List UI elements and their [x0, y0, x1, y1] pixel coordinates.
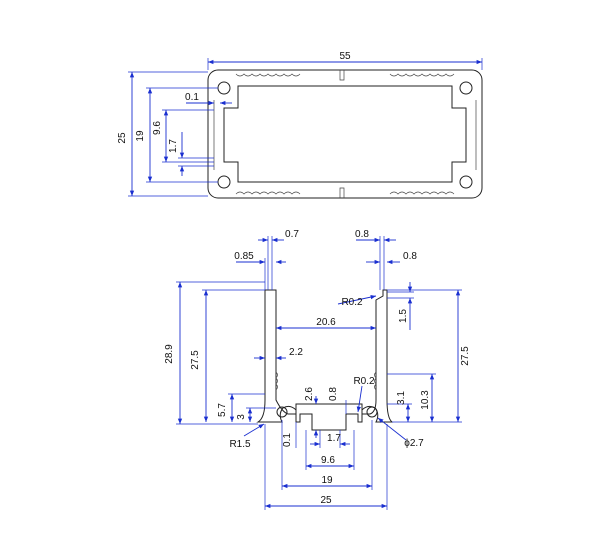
side-view: 0.7 0.85 0.8 0.8 R0.2 1.5 20.6 28.9 — [164, 229, 471, 510]
side-leader-r02-top — [337, 294, 377, 305]
top-dim-55: 55 — [339, 51, 351, 62]
side-dim-15: 1.5 — [398, 309, 409, 323]
side-dim-31: 3.1 — [396, 391, 407, 405]
side-dim-19: 19 — [321, 475, 333, 486]
top-boss-bl — [217, 175, 231, 189]
side-dim-275-left: 27.5 — [190, 350, 201, 370]
side-dim-r15: R1.5 — [229, 439, 251, 450]
side-dim-085: 0.85 — [234, 251, 254, 262]
side-dim-17: 1.7 — [327, 433, 341, 444]
side-boss-left — [276, 406, 288, 418]
top-serration-tl — [235, 73, 301, 77]
top-dim-96: 9.6 — [152, 121, 163, 135]
side-dim-25: 25 — [320, 495, 332, 506]
side-dim-07: 0.7 — [285, 229, 299, 240]
side-dim-01: 0.1 — [282, 433, 293, 447]
top-serration-bl — [235, 191, 301, 195]
side-boss-right — [366, 406, 378, 418]
side-dim-08-top: 0.8 — [355, 229, 369, 240]
top-dim-17: 1.7 — [168, 139, 179, 153]
top-dim-19: 19 — [135, 130, 146, 142]
top-boss-br — [459, 175, 473, 189]
side-dim-26: 2.6 — [304, 387, 315, 401]
side-dim-08-right: 0.8 — [403, 251, 417, 262]
top-dim-01: 0.1 — [185, 92, 199, 103]
side-dim-08-slot: 0.8 — [328, 387, 339, 401]
side-leader-r15 — [243, 423, 265, 437]
side-dim-3: 3 — [236, 414, 247, 420]
top-outer-profile — [207, 69, 483, 199]
top-serration-br — [389, 191, 455, 195]
side-dim-phi27: ϕ2.7 — [404, 438, 424, 449]
side-dim-22: 2.2 — [289, 347, 303, 358]
side-leader-r02-slot — [356, 385, 363, 413]
side-dim-289: 28.9 — [164, 344, 175, 364]
top-view: 55 25 19 9.6 1.7 0.1 — [117, 51, 483, 199]
side-dim-206: 20.6 — [316, 317, 336, 328]
top-dim-25: 25 — [117, 132, 128, 144]
side-dim-275-right: 27.5 — [460, 346, 471, 366]
side-leader-phi27 — [377, 417, 407, 441]
side-left-ribs — [275, 371, 278, 391]
top-serration-tr — [389, 73, 455, 77]
top-boss-tr — [459, 81, 473, 95]
top-boss-tl — [217, 81, 231, 95]
side-dim-r02-top: R0.2 — [341, 297, 363, 308]
side-dim-r02-slot: R0.2 — [353, 376, 375, 387]
top-joint-bottom — [339, 187, 345, 198]
top-joint-top — [339, 70, 345, 81]
side-dim-103: 10.3 — [420, 390, 431, 410]
top-inner-cavity — [223, 85, 467, 183]
side-dim-96: 9.6 — [321, 455, 335, 466]
side-right-ribs — [374, 371, 377, 391]
side-dim-57: 5.7 — [217, 403, 228, 417]
